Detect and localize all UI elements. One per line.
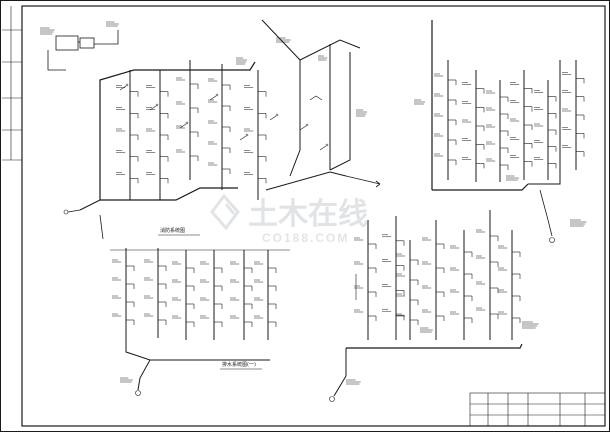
drain-outfall-pipe [333, 348, 347, 397]
drain-header [346, 343, 523, 349]
riser-network [40, 19, 587, 402]
fixture-marker [245, 133, 249, 137]
drain-system-title: 排水系统图(一) [222, 361, 256, 368]
drain-riser [528, 60, 561, 185]
fixture-marker [275, 113, 279, 117]
drain-outfall-pipe [137, 359, 151, 391]
drain-collector [432, 183, 529, 191]
cleanout-icon [135, 390, 141, 396]
branch-pipe [239, 135, 247, 141]
fixture-marker [305, 123, 309, 127]
cleanout-icon [549, 237, 555, 243]
fixture-marker [125, 83, 129, 87]
branch-pipe [319, 145, 327, 151]
cleanout-icon [329, 396, 335, 402]
pump-icon [79, 37, 95, 49]
branch-pipe [119, 85, 127, 91]
fire-inlet-connection [67, 209, 81, 213]
flow-arrow-icon [375, 180, 381, 188]
fire-inlet-pipe [79, 199, 101, 211]
title-block [469, 392, 606, 427]
collector-pipe [265, 171, 347, 191]
watermark: 土木在线 CO188.COM [210, 193, 368, 245]
watermark-main-text: 土木在线 [248, 198, 368, 231]
fixture-marker [155, 103, 159, 107]
branch-pipe [149, 105, 157, 111]
fire-system-title: 消防系统图 [160, 227, 185, 234]
fixture-marker [215, 93, 219, 97]
tank-drain-pipe [47, 50, 66, 71]
water-tank-icon [55, 35, 79, 51]
branch-pipe [179, 123, 187, 129]
branch-pipe [299, 125, 307, 131]
fire-main-pipe [99, 61, 256, 200]
fire-bottom-main [100, 187, 238, 201]
riser-pipe [329, 52, 351, 171]
watermark-sub-text: CO188.COM [262, 231, 349, 245]
branch-pipe [209, 95, 217, 101]
iso-diagonal-pipe [261, 19, 301, 177]
fire-stub-pipe [99, 214, 104, 240]
fixture-marker [325, 143, 329, 147]
offset-fitting [309, 95, 323, 101]
drain-exit-pipe [539, 189, 553, 237]
fixture-marker [185, 121, 189, 125]
watermark-logo [210, 193, 240, 231]
roof-pipe [299, 39, 361, 61]
tank-outlet-pipe [94, 30, 119, 45]
branch-pipe [269, 115, 277, 121]
outlet-pipe [345, 175, 381, 185]
drain-building-sewer [125, 338, 270, 361]
valve-icon [63, 209, 69, 215]
